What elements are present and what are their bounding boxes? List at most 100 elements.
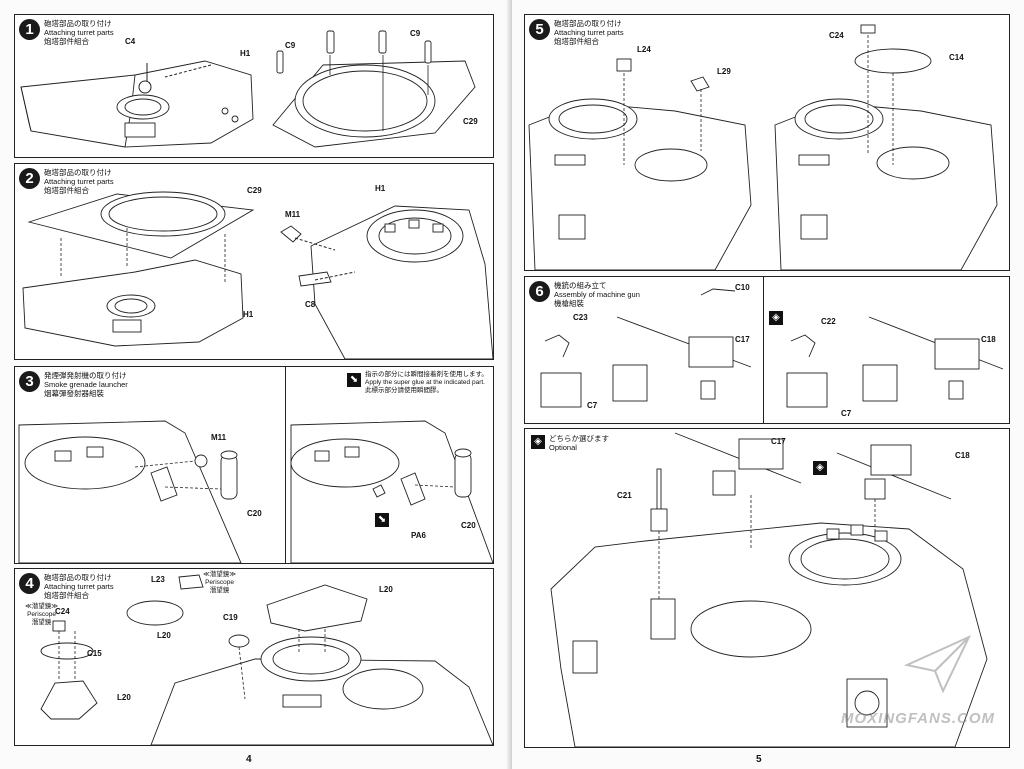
glue-icon: ⬊	[347, 373, 361, 387]
title-zh: 烟幕彈發射器組裝	[44, 389, 104, 398]
page-number: 5	[756, 754, 762, 765]
optional-ja: どちらか選びます	[549, 434, 609, 443]
step-number: 4	[19, 573, 40, 594]
glue-note-en: Apply the super glue at the indicated pa…	[365, 379, 485, 386]
optional-title: どちらか選びます Optional	[549, 434, 609, 452]
periscope-en: Periscope	[27, 611, 56, 618]
step-1-header: 1 砲塔部品の取り付け Attaching turret parts 炮塔部件組…	[19, 19, 114, 46]
glue-note: 指示の部分には瞬間接着剤を使用します。 Apply the super glue…	[365, 371, 488, 395]
step-3-drawing	[18, 420, 493, 563]
part-label: C10	[735, 283, 750, 292]
part-label: L20	[157, 631, 171, 640]
part-label: PA6	[411, 531, 426, 540]
step-6-panel: 6 機銃の組み立て Assembly of machine gun 機槍組裝 ◈	[524, 276, 1010, 424]
part-label: C17	[735, 335, 750, 344]
panel-divider	[285, 367, 286, 563]
alternative-choice-icon: ◈	[531, 435, 545, 449]
part-label: C20	[247, 509, 262, 518]
title-zh: 炮塔部件組合	[554, 37, 599, 46]
step-6-drawing	[540, 288, 1004, 408]
part-label: C29	[463, 117, 478, 126]
page-4: 1 砲塔部品の取り付け Attaching turret parts 炮塔部件組…	[14, 0, 512, 769]
optional-en: Optional	[549, 443, 577, 452]
step-6-header: 6 機銃の組み立て Assembly of machine gun 機槍組裝	[529, 281, 640, 308]
part-label: M11	[285, 210, 301, 219]
step-2-header: 2 砲塔部品の取り付け Attaching turret parts 炮塔部件組…	[19, 168, 114, 195]
periscope-note: ≪潜望鏡≫ Periscope 潛望鏡	[203, 571, 236, 595]
step-title: 砲塔部品の取り付け Attaching turret parts 炮塔部件組合	[44, 19, 114, 46]
step-number: 5	[529, 19, 550, 40]
periscope-note: ≪潜望鏡≫ Periscope 潛望鏡	[25, 603, 58, 627]
step-number: 3	[19, 371, 40, 392]
periscope-en: Periscope	[205, 579, 234, 586]
title-zh: 炮塔部件組合	[44, 186, 89, 195]
part-label: C19	[223, 613, 238, 622]
title-ja: 発煙弾発射機の取り付け	[44, 371, 127, 380]
title-zh: 炮塔部件組合	[44, 591, 89, 600]
part-label: C24	[829, 31, 844, 40]
part-label: C14	[949, 53, 964, 62]
part-label: C8	[305, 300, 316, 309]
watermark-text: MOXINGFANS.COM	[840, 710, 995, 727]
step-5-panel: 5 砲塔部品の取り付け Attaching turret parts 炮塔部件組…	[524, 14, 1010, 271]
part-label: C17	[771, 437, 786, 446]
step-1-drawing	[20, 30, 476, 148]
part-label: C9	[410, 29, 421, 38]
glue-icon: ⬊	[375, 513, 389, 527]
title-ja: 砲塔部品の取り付け	[44, 573, 112, 582]
page-5: 5 砲塔部品の取り付け Attaching turret parts 炮塔部件組…	[512, 0, 1024, 769]
title-ja: 機銃の組み立て	[554, 281, 607, 290]
glue-note-ja: 指示の部分には瞬間接着剤を使用します。	[365, 371, 488, 378]
title-en: Attaching turret parts	[44, 177, 114, 186]
title-en: Attaching turret parts	[44, 582, 114, 591]
part-label: C22	[821, 317, 836, 326]
title-ja: 砲塔部品の取り付け	[554, 19, 622, 28]
step-number: 6	[529, 281, 550, 302]
step-title: 砲塔部品の取り付け Attaching turret parts 炮塔部件組合	[44, 573, 114, 600]
part-label: H1	[240, 49, 251, 58]
step-title: 発煙弾発射機の取り付け Smoke grenade launcher 烟幕彈發射…	[44, 371, 128, 398]
title-zh: 炮塔部件組合	[44, 37, 89, 46]
part-label: L23	[151, 575, 165, 584]
part-label: C21	[617, 491, 632, 500]
part-label: L24	[637, 45, 651, 54]
part-label: L20	[117, 693, 131, 702]
step-2-panel: 2 砲塔部品の取り付け Attaching turret parts 炮塔部件組…	[14, 163, 494, 360]
title-en: Attaching turret parts	[44, 28, 114, 37]
step-1-panel: 1 砲塔部品の取り付け Attaching turret parts 炮塔部件組…	[14, 14, 494, 158]
step-4-panel: 4 砲塔部品の取り付け Attaching turret parts 炮塔部件組…	[14, 568, 494, 746]
optional-panel: ◈ どちらか選びます Optional ◈	[524, 428, 1010, 748]
title-en: Assembly of machine gun	[554, 290, 640, 299]
step-title: 機銃の組み立て Assembly of machine gun 機槍組裝	[554, 281, 640, 308]
glue-note-zh: 此標示部分請使用瞬間膠。	[365, 387, 443, 394]
part-label: M11	[211, 433, 227, 442]
title-zh: 機槍組裝	[554, 299, 584, 308]
title-en: Smoke grenade launcher	[44, 380, 128, 389]
part-label: C29	[247, 186, 262, 195]
page-number: 4	[246, 754, 252, 765]
part-label: L29	[717, 67, 731, 76]
part-label: C9	[285, 41, 296, 50]
part-label: L20	[379, 585, 393, 594]
step-number: 2	[19, 168, 40, 189]
alternative-choice-icon: ◈	[813, 461, 827, 475]
alternative-choice-icon: ◈	[769, 311, 783, 325]
part-label: C18	[981, 335, 996, 344]
part-label: C18	[955, 451, 970, 460]
step-2-drawing	[22, 191, 493, 359]
title-ja: 砲塔部品の取り付け	[44, 168, 112, 177]
panel-divider	[763, 277, 764, 423]
title-ja: 砲塔部品の取り付け	[44, 19, 112, 28]
step-4-header: 4 砲塔部品の取り付け Attaching turret parts 炮塔部件組…	[19, 573, 114, 600]
part-label: H1	[375, 184, 386, 193]
step-5-drawing	[528, 24, 998, 270]
periscope-ja: ≪潜望鏡≫	[203, 571, 237, 578]
step-3-header: 3 発煙弾発射機の取り付け Smoke grenade launcher 烟幕彈…	[19, 371, 128, 398]
part-label: C7	[841, 409, 852, 418]
optional-drawing	[550, 432, 988, 747]
part-label: H1	[243, 310, 254, 319]
step-title: 砲塔部品の取り付け Attaching turret parts 炮塔部件組合	[554, 19, 624, 46]
part-label: C20	[461, 521, 476, 530]
step-title: 砲塔部品の取り付け Attaching turret parts 炮塔部件組合	[44, 168, 114, 195]
